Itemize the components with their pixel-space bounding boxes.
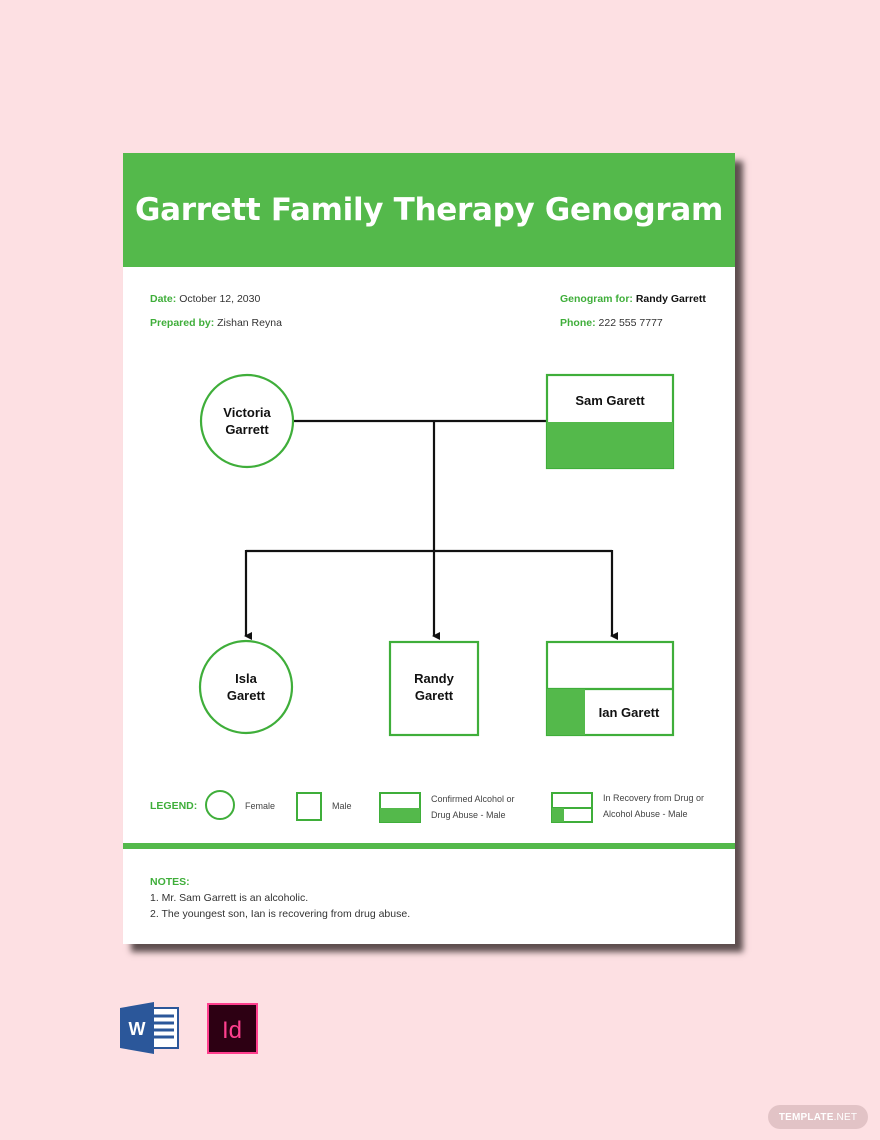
date-label: Date:: [150, 293, 177, 305]
node-ian: Ian Garett: [585, 702, 673, 722]
prepared-by-value: Zishan Reyna: [217, 317, 282, 329]
isla-female-symbol: [198, 639, 294, 735]
node-isla: Isla Garett: [200, 669, 292, 705]
genogram-for-field: Genogram for: Randy Garrett: [560, 293, 706, 305]
genogram-document: Garrett Family Therapy Genogram Date: Oc…: [123, 153, 735, 944]
node-sam-label: Sam Garett: [575, 392, 645, 408]
node-randy-line2: Garett: [414, 688, 454, 703]
badge-brand-light: .NET: [833, 1111, 858, 1123]
node-isla-line2: Garett: [226, 688, 266, 703]
prepared-by-label: Prepared by:: [150, 317, 215, 329]
section-divider: [123, 843, 735, 849]
svg-text:W: W: [129, 1019, 146, 1039]
node-sam: Sam Garett: [547, 390, 673, 410]
phone-value: 222 555 7777: [598, 317, 663, 329]
genogram-for-value: Randy Garrett: [635, 293, 706, 305]
legend-abuse-line1: Confirmed Alcohol or: [431, 794, 515, 804]
legend-recovery-line1: In Recovery from Drug or: [603, 793, 705, 803]
legend-abuse-label: Confirmed Alcohol or Drug Abuse - Male: [431, 791, 515, 823]
legend-title: LEGEND:: [150, 800, 198, 812]
legend-male-icon: [296, 792, 322, 821]
sam-abuse-fill: [547, 422, 673, 468]
prepared-by-field: Prepared by: Zishan Reyna: [150, 317, 282, 329]
node-victoria: Victoria Garrett: [201, 403, 293, 439]
date-value: October 12, 2030: [179, 293, 261, 305]
node-isla-line1: Isla: [235, 671, 257, 686]
page-title: Garrett Family Therapy Genogram: [134, 192, 724, 228]
node-randy: Randy Garett: [390, 669, 478, 705]
legend-female-icon: [205, 790, 235, 820]
legend-male-label: Male: [332, 801, 352, 811]
node-victoria-line1: Victoria: [223, 405, 271, 420]
genogram-for-label: Genogram for:: [560, 293, 633, 305]
randy-male-symbol: [388, 640, 480, 737]
title-banner: Garrett Family Therapy Genogram: [123, 153, 735, 267]
note-item-2: 2. The youngest son, Ian is recovering f…: [150, 908, 411, 920]
template-net-badge[interactable]: TEMPLATE.NET: [768, 1105, 868, 1129]
node-victoria-line2: Garrett: [225, 422, 269, 437]
node-ian-label: Ian Garett: [598, 704, 660, 720]
phone-field: Phone: 222 555 7777: [560, 317, 663, 329]
genogram-tree: [198, 373, 675, 823]
legend-female-label: Female: [245, 801, 276, 811]
notes-title: NOTES:: [150, 876, 190, 888]
date-field: Date: October 12, 2030: [150, 293, 260, 305]
phone-label: Phone:: [560, 317, 596, 329]
victoria-female-symbol: [199, 373, 295, 469]
badge-brand-bold: TEMPLATE: [778, 1111, 834, 1123]
word-app-icon[interactable]: W: [120, 1002, 180, 1054]
legend-recovery-label: In Recovery from Drug or Alcohol Abuse -…: [603, 790, 704, 822]
node-randy-line1: Randy: [414, 671, 454, 686]
legend-recovery-line2: Alcohol Abuse - Male: [603, 809, 688, 819]
legend-abuse-line2: Drug Abuse - Male: [431, 810, 506, 820]
indesign-app-icon[interactable]: Id: [207, 1003, 258, 1054]
svg-text:Id: Id: [222, 1017, 242, 1044]
ian-recovery-fill: [547, 689, 585, 735]
note-item-1: 1. Mr. Sam Garrett is an alcoholic.: [150, 892, 309, 904]
